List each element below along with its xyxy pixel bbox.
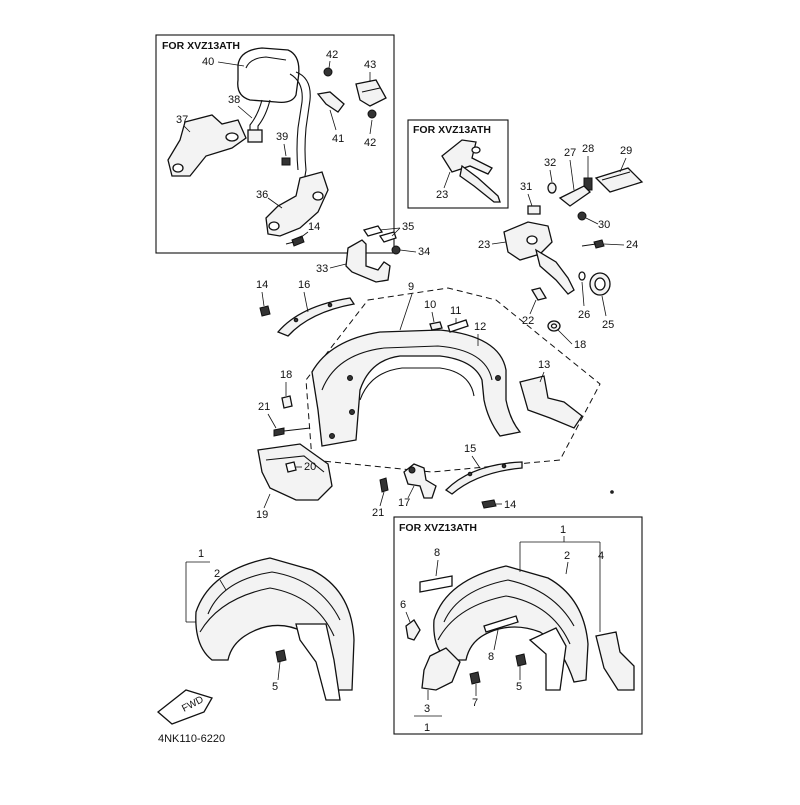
callout-9: 9 — [408, 281, 414, 293]
light-bracket: 17 — [398, 463, 437, 509]
callout-16: 16 — [298, 279, 310, 291]
arrow-icon — [156, 689, 213, 725]
callout-27: 27 — [564, 147, 576, 159]
tail-cover — [257, 443, 333, 501]
fender-rail-right: 15 14 — [444, 443, 523, 511]
callout-38: 38 — [228, 94, 240, 106]
backrest-tube — [295, 71, 311, 183]
callout-35: 35 — [402, 221, 414, 233]
callout-29: 29 — [620, 145, 632, 157]
callout-8a: 8 — [434, 547, 440, 559]
callout-14c: 14 — [504, 499, 516, 511]
callout-23b: 23 — [478, 239, 490, 251]
callout-3: 3 — [424, 703, 430, 715]
callout-4: 4 — [598, 550, 604, 562]
callout-14b: 14 — [256, 279, 268, 291]
bracket — [345, 239, 391, 283]
callout-41: 41 — [332, 133, 344, 145]
callout-21a: 21 — [258, 401, 270, 413]
callout-13: 13 — [538, 359, 550, 371]
fwd-arrow: FWD 4NK110-6220 — [156, 689, 225, 745]
bolt-icon — [291, 235, 305, 247]
panel-backrest: FOR XVZ13ATH 40 42 43 — [155, 34, 395, 254]
callout-28: 28 — [582, 143, 594, 155]
left-side-parts: 18 21 20 19 21 — [256, 369, 389, 521]
fender-rail-left: 14 16 — [256, 279, 356, 337]
callout-31: 31 — [520, 181, 532, 193]
callout-20: 20 — [304, 461, 316, 473]
panel-title: FOR XVZ13ATH — [162, 40, 240, 52]
callout-17: 17 — [398, 497, 410, 509]
callout-8b: 8 — [488, 651, 494, 663]
callout-6: 6 — [400, 599, 406, 611]
callout-18a: 18 — [574, 339, 586, 351]
panel-frame — [155, 34, 395, 254]
callout-40: 40 — [202, 56, 214, 68]
callout-1b: 1 — [560, 524, 566, 536]
callout-1a: 1 — [198, 548, 204, 560]
callout-43: 43 — [364, 59, 376, 71]
plate — [594, 167, 644, 193]
callout-23a: 23 — [436, 189, 448, 201]
latch-bracket — [441, 139, 493, 175]
assembly-outline — [305, 287, 601, 473]
backrest-pad — [237, 47, 300, 103]
callout-7: 7 — [472, 697, 478, 709]
callout-33: 33 — [316, 263, 328, 275]
callout-32: 32 — [544, 157, 556, 169]
callout-36: 36 — [256, 189, 268, 201]
bolt-icon — [281, 157, 291, 166]
panel-fender-variant: FOR XVZ13ATH 1 2 4 8 6 8 5 7 3 — [393, 516, 643, 735]
backrest-bracket-left — [167, 114, 247, 177]
callout-18b: 18 — [280, 369, 292, 381]
callout-5b: 5 — [516, 681, 522, 693]
callout-11: 11 — [450, 305, 461, 317]
backrest-bracket-right — [265, 171, 329, 237]
reference-code: 4NK110-6220 — [158, 733, 225, 745]
front-fender-standard: 1 2 5 — [185, 548, 355, 701]
callout-26: 26 — [578, 309, 590, 321]
cover-plate — [355, 79, 387, 107]
callout-24: 24 — [626, 239, 638, 251]
callout-10: 10 — [424, 299, 436, 311]
callout-42b: 42 — [364, 137, 376, 149]
latch-assembly: 29 28 27 32 31 30 23 24 26 25 22 18 — [478, 143, 644, 351]
callout-14a: 14 — [308, 221, 320, 233]
callout-30: 30 — [598, 219, 610, 231]
callout-22: 22 — [522, 315, 534, 327]
callout-19: 19 — [256, 509, 268, 521]
nut-icon — [323, 67, 333, 77]
rear-fender-assembly: 9 10 11 12 13 — [305, 281, 601, 473]
mount-bracket: 35 34 33 — [316, 221, 430, 283]
mudflap — [519, 375, 583, 429]
panel-title: FOR XVZ13ATH — [399, 522, 477, 534]
callout-2b: 2 — [564, 550, 570, 562]
nut-icon — [367, 109, 377, 119]
callout-37: 37 — [176, 114, 188, 126]
callout-42: 42 — [326, 49, 338, 61]
callout-21b: 21 — [372, 507, 384, 519]
callout-1c: 1 — [424, 722, 430, 734]
callout-15: 15 — [464, 443, 476, 455]
callout-39: 39 — [276, 131, 288, 143]
callout-5a: 5 — [272, 681, 278, 693]
panel-frame — [407, 119, 509, 209]
panel-title: FOR XVZ13ATH — [413, 124, 491, 136]
callout-12: 12 — [474, 321, 486, 333]
callout-2a: 2 — [214, 568, 220, 580]
panel-frame — [393, 516, 643, 735]
clamp — [316, 91, 345, 113]
callout-25: 25 — [602, 319, 614, 331]
panel-latch: FOR XVZ13ATH 23 — [407, 119, 509, 209]
callout-34: 34 — [418, 246, 430, 258]
rear-fender — [311, 329, 522, 447]
